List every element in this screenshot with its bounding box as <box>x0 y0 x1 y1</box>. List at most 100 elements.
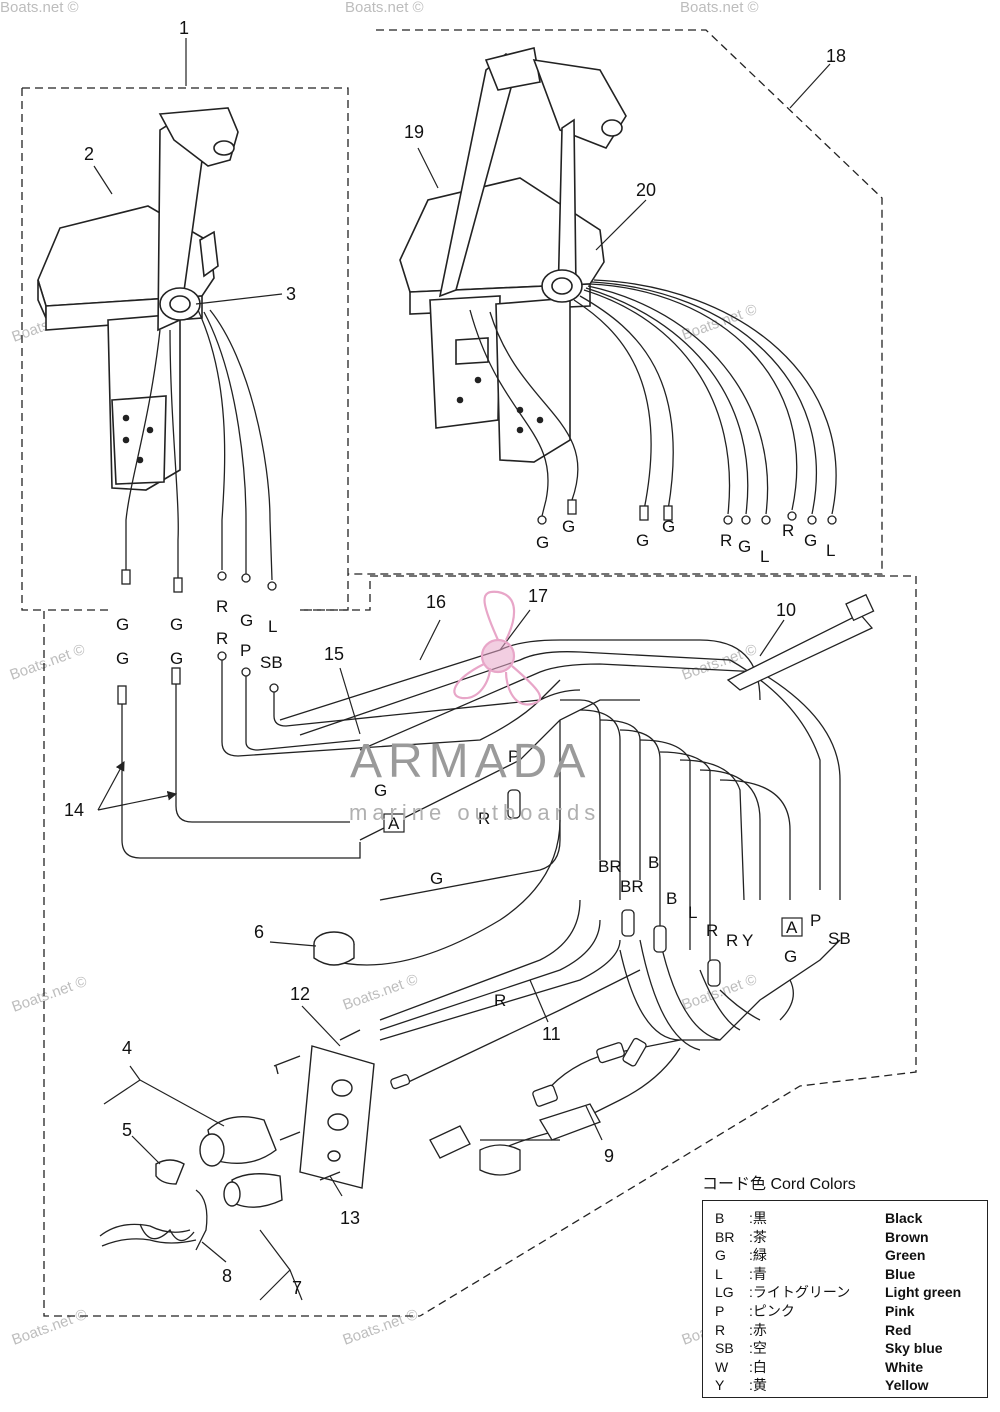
svg-text:Boats.net ©: Boats.net © <box>8 641 88 684</box>
svg-text:G: G <box>240 611 253 630</box>
buzzer <box>313 931 355 966</box>
watermarks: Boats.net © Boats.net © Boats.net © Boat… <box>0 0 759 1349</box>
svg-text:Boats.net ©: Boats.net © <box>0 0 79 16</box>
svg-text:A: A <box>786 918 798 937</box>
callout-12: 12 <box>290 984 310 1004</box>
callout-1: 1 <box>179 18 189 38</box>
dual-box-wires <box>469 279 837 525</box>
svg-text:P: P <box>508 747 519 766</box>
callout-20: 20 <box>636 180 656 200</box>
group-outlines <box>21 29 917 1317</box>
svg-text:Y: Y <box>742 931 753 950</box>
svg-text:G: G <box>430 869 443 888</box>
callout-7: 7 <box>292 1278 302 1298</box>
callout-14: 14 <box>64 800 84 820</box>
svg-text:Boats.net ©: Boats.net © <box>680 0 759 16</box>
callout-13: 13 <box>340 1208 360 1228</box>
svg-text:R: R <box>720 531 732 550</box>
svg-text:Boats.net ©: Boats.net © <box>341 1306 421 1349</box>
svg-text:Boats.net ©: Boats.net © <box>10 973 90 1016</box>
callout-17: 17 <box>528 586 548 606</box>
callout-4: 4 <box>122 1038 132 1058</box>
harness-connectors <box>117 593 875 1176</box>
svg-text:R: R <box>216 629 228 648</box>
svg-text:G: G <box>116 615 129 634</box>
svg-text:L: L <box>688 903 697 922</box>
svg-text:R: R <box>478 809 490 828</box>
svg-text:G: G <box>562 517 575 536</box>
svg-text:G: G <box>738 537 751 556</box>
svg-text:G: G <box>536 533 549 552</box>
svg-text:G: G <box>116 649 129 668</box>
callout-19: 19 <box>404 122 424 142</box>
svg-text:B: B <box>648 853 659 872</box>
callout-15: 15 <box>324 644 344 664</box>
callout-8: 8 <box>222 1266 232 1286</box>
brand-name: ARMADA <box>350 735 592 788</box>
svg-text:R: R <box>216 597 228 616</box>
svg-text:L: L <box>826 541 835 560</box>
remote-control-box-dual <box>399 47 627 463</box>
callout-3: 3 <box>286 284 296 304</box>
svg-text:G: G <box>636 531 649 550</box>
svg-text:P: P <box>240 641 251 660</box>
outline-assembly-18 <box>348 29 883 575</box>
svg-text:G: G <box>170 649 183 668</box>
svg-text:Boats.net ©: Boats.net © <box>341 971 421 1014</box>
switch-panel-parts <box>155 1029 375 1208</box>
svg-text:BR: BR <box>598 857 622 876</box>
svg-text:R: R <box>706 921 718 940</box>
callout-11: 11 <box>542 1024 561 1044</box>
callout-6: 6 <box>254 922 264 942</box>
main-harness <box>121 639 841 1151</box>
callout-10: 10 <box>776 600 796 620</box>
callout-numbers: 1 2 3 4 5 6 7 8 9 10 11 12 13 14 15 16 1… <box>64 18 846 1298</box>
callout-16: 16 <box>426 592 446 612</box>
svg-text:G: G <box>374 781 387 800</box>
svg-text:SB: SB <box>828 929 851 948</box>
svg-text:G: G <box>662 517 675 536</box>
armada-logo-icon <box>453 590 542 706</box>
svg-text:R: R <box>726 931 738 950</box>
svg-text:R: R <box>494 991 506 1010</box>
svg-text:G: G <box>804 531 817 550</box>
legend-title: コード色 Cord Colors <box>702 1176 856 1193</box>
wire-color-labels: G G G G R G L R G L G G G G R R G P L SB… <box>116 517 851 1010</box>
svg-text:G: G <box>170 615 183 634</box>
svg-text:R: R <box>782 521 794 540</box>
svg-text:Boats.net ©: Boats.net © <box>10 1306 90 1349</box>
svg-text:P: P <box>810 911 821 930</box>
svg-text:Boats.net ©: Boats.net © <box>680 301 760 344</box>
callout-2: 2 <box>84 144 94 164</box>
callout-5: 5 <box>122 1120 132 1140</box>
remote-control-box-single <box>37 107 239 491</box>
outline-assembly-1 <box>22 87 420 1317</box>
svg-text:G: G <box>784 947 797 966</box>
svg-text:L: L <box>268 617 277 636</box>
callout-18: 18 <box>826 46 846 66</box>
svg-text:L: L <box>760 547 769 566</box>
single-box-wires <box>121 309 277 593</box>
svg-text:B: B <box>666 889 677 908</box>
svg-text:BR: BR <box>620 877 644 896</box>
lanyard <box>99 1189 208 1251</box>
callout-9: 9 <box>604 1146 614 1166</box>
outline-harness <box>300 575 917 1317</box>
brand-tagline: marine outboards <box>349 800 601 825</box>
svg-text:Boats.net ©: Boats.net © <box>345 0 424 16</box>
leader-lines <box>93 38 831 1301</box>
svg-text:SB: SB <box>260 653 283 672</box>
svg-text:A: A <box>388 814 400 833</box>
